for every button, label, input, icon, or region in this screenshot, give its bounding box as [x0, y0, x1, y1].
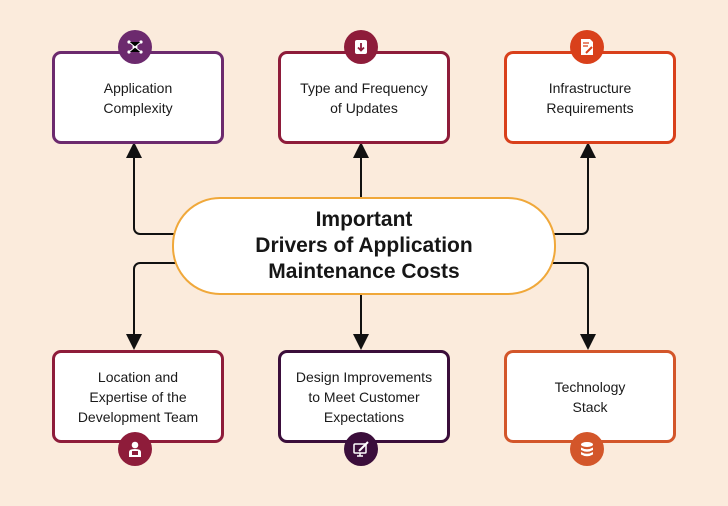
driver-update-frequency: Type and Frequency of Updates [278, 51, 450, 144]
driver-infrastructure: Infrastructure Requirements [504, 51, 676, 144]
driver-label: Infrastructure Requirements [546, 79, 634, 116]
central-topic: Important Drivers of Application Mainten… [172, 197, 556, 295]
network-nodes-icon [118, 30, 152, 64]
driver-application-complexity: Application Complexity [52, 51, 224, 144]
download-update-icon [344, 30, 378, 64]
driver-technology-stack: Technology Stack [504, 350, 676, 443]
driver-label: Location and Expertise of the Developmen… [77, 368, 199, 425]
document-edit-icon [570, 30, 604, 64]
driver-label: Type and Frequency of Updates [300, 79, 428, 116]
developer-icon [118, 432, 152, 466]
monitor-brush-icon [344, 432, 378, 466]
driver-label: Design Improvements to Meet Customer Exp… [295, 368, 433, 425]
driver-design-improvements: Design Improvements to Meet Customer Exp… [278, 350, 450, 443]
central-title: Important Drivers of Application Mainten… [255, 208, 473, 283]
driver-label: Application Complexity [103, 79, 173, 116]
driver-label: Technology Stack [554, 378, 626, 415]
driver-team-location: Location and Expertise of the Developmen… [52, 350, 224, 443]
database-stack-icon [570, 432, 604, 466]
